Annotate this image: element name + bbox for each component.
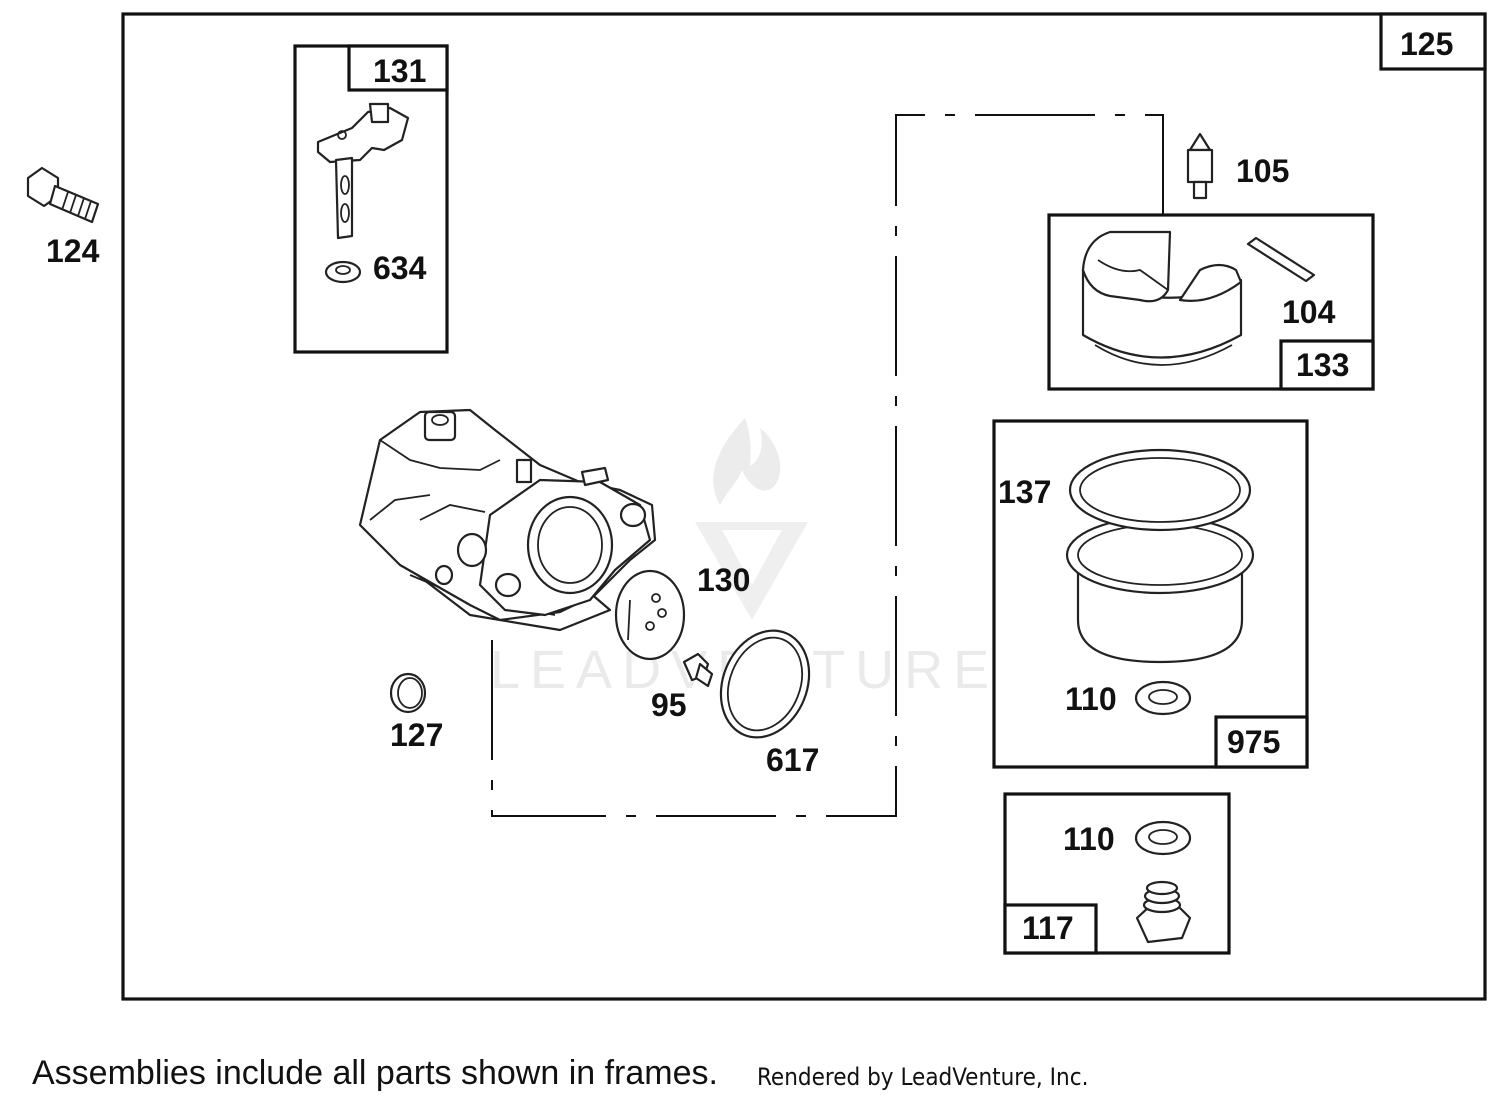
label-104: 104 — [1282, 294, 1336, 330]
float-bowl-icon — [1065, 448, 1255, 664]
label-127: 127 — [390, 717, 443, 753]
drain-plug-icon — [1135, 880, 1192, 944]
label-117: 117 — [1022, 910, 1074, 946]
bolt-icon — [26, 166, 100, 224]
label-130: 130 — [697, 562, 750, 598]
label-124: 124 — [46, 233, 100, 269]
drain-frame-tag — [1003, 903, 1098, 955]
choke-shaft-icon — [316, 102, 410, 240]
label-975: 975 — [1227, 724, 1280, 760]
main-frame — [121, 12, 1487, 1001]
float-frame-tag — [1279, 339, 1375, 391]
label-125: 125 — [1400, 26, 1453, 62]
label-634: 634 — [373, 250, 427, 286]
drain-washer-icon — [1134, 820, 1192, 856]
label-110-bowl: 110 — [1065, 681, 1117, 717]
float-frame — [1047, 213, 1375, 391]
float-icon — [1081, 230, 1243, 366]
label-95: 95 — [651, 687, 687, 723]
footer-note: Assemblies include all parts shown in fr… — [32, 1054, 718, 1092]
gasket-icon — [614, 569, 686, 661]
choke-frame — [293, 44, 449, 354]
label-137: 137 — [998, 474, 1051, 510]
bowl-frame-tag — [1214, 715, 1309, 769]
drain-frame — [1003, 792, 1231, 955]
watermark-logo-icon — [695, 418, 808, 620]
dashed-outline — [491, 114, 1164, 817]
welch-plug-icon — [389, 672, 427, 714]
carburetor-body-icon — [358, 408, 657, 632]
label-131: 131 — [373, 53, 426, 89]
label-133: 133 — [1296, 347, 1349, 383]
bowl-washer-icon — [1134, 680, 1192, 716]
choke-frame-tag — [347, 44, 449, 92]
footer-credit: Rendered by LeadVenture, Inc. — [757, 1063, 1089, 1091]
choke-washer-icon — [324, 260, 362, 284]
screw-icon — [682, 652, 714, 688]
main-frame-tag — [1379, 12, 1487, 71]
label-110-drain: 110 — [1063, 821, 1115, 857]
o-ring-icon — [719, 629, 811, 739]
label-617: 617 — [766, 742, 819, 778]
label-105: 105 — [1236, 153, 1289, 189]
bowl-frame — [992, 419, 1309, 769]
float-pin-icon — [1246, 236, 1316, 283]
needle-valve-icon — [1186, 132, 1214, 200]
